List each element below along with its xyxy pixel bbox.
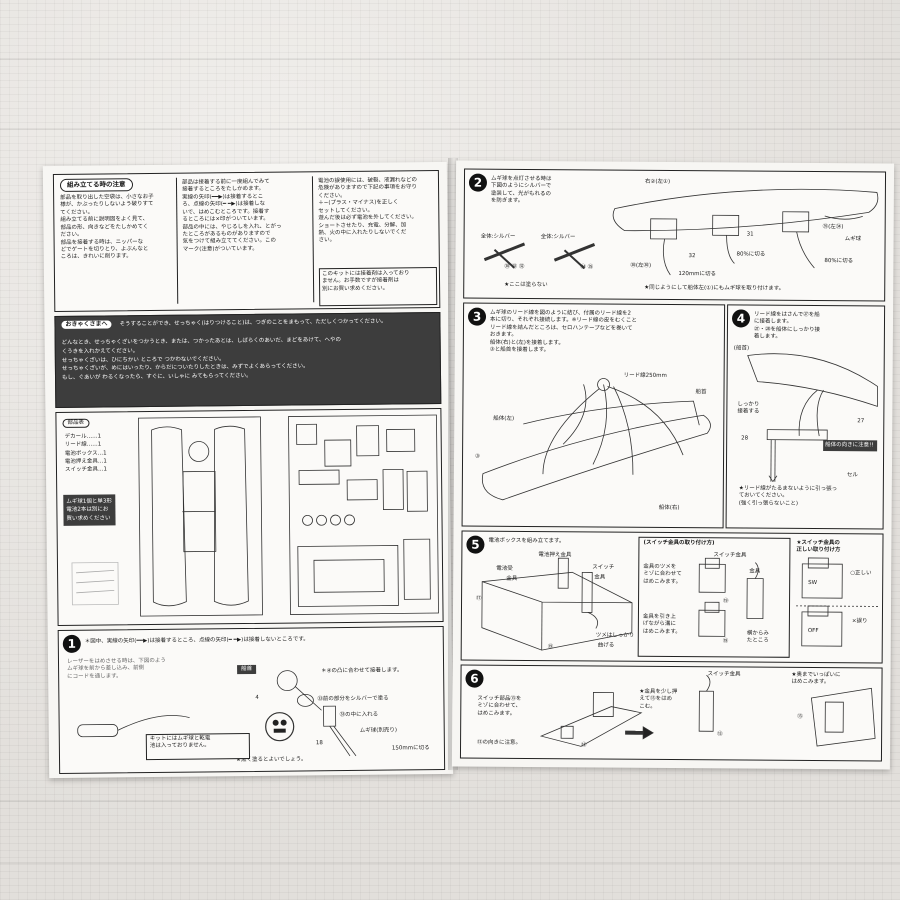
step-1-panel: 1 ＊図中、実線の矢印(━━▶)は接着するところ、点線の矢印(━ ━▶)は接着し…: [57, 625, 446, 774]
wall-mortar-line: [0, 58, 900, 60]
caution-intro: そうすることができ、せっちゃく(はりつけること)は、つぎのことをまもって、ただし…: [119, 318, 387, 328]
notes-title: 組み立てる時の注意: [59, 178, 133, 192]
instruction-booklet: 組み立てる時の注意 部品を取り出した空袋は、小さなお子様が、かぶったりしないよう…: [42, 154, 895, 779]
step-5-panel: 5 電池ボックスを組み立てます。 電池押え金具 電池受 金具 スイッチ 金具 ツ…: [460, 530, 884, 664]
assembly-notes-box: 組み立てる時の注意 部品を取り出した空袋は、小さなお子様が、かぶったりしないよう…: [52, 169, 441, 313]
wall-mortar-line: [0, 862, 900, 864]
column-divider: [311, 176, 315, 303]
step-5-diagram: [481, 557, 879, 651]
parts-sprue-diagram: [71, 414, 439, 617]
step-3-diagram: [481, 378, 711, 501]
step-4-diagram: [747, 353, 878, 482]
step-6-diagram: [539, 674, 876, 747]
caution-banner: おきゃくさまへ そうすることができ、せっちゃく(はりつけること)は、つぎのことを…: [54, 311, 442, 409]
caution-title: おきゃくさまへ: [61, 320, 112, 330]
wall-mortar-line: [0, 800, 900, 802]
caution-lines: どんなとき、せっちゃくざいをつかうとき、または、つかったあとは、しばらくのあいだ…: [61, 337, 341, 382]
right-page: 2 ムギ球を点灯させる時は下図のようにシルバーで塗装して、光がもれるのを防ぎます…: [451, 160, 895, 770]
notes-column-2: 部品は接着する前に一度組んでみて接着するところをたしかめます。実線の矢印(━━▶…: [181, 178, 282, 253]
left-page: 組み立てる時の注意 部品を取り出した空袋は、小さなお子様が、かぶったりしないよう…: [42, 161, 454, 779]
step-2-panel: 2 ムギ球を点灯させる時は下図のようにシルバーで塗装して、光がもれるのを防ぎます…: [463, 168, 887, 302]
column-divider: [175, 177, 179, 304]
step-4-panel: 4 リード線をはさんで㉗を船に接着します。㉗・㉘を船体にしっかり接着します。 (…: [725, 304, 886, 530]
adhesive-not-included-note: このキットには接着剤は入っておりません。お手数ですが接着剤は別にお買い求めくださ…: [318, 267, 438, 307]
step-6-panel: 6 スイッチ部品⑬をミゾに合わせて、はめこみます。 ⑬の向きに注意。 スイッチ金…: [459, 664, 883, 762]
step-2-diagram: [483, 188, 879, 276]
notes-column-1: 部品を取り出した空袋は、小さなお子様が、かぶったりしないよう破りすててください。…: [60, 193, 154, 261]
switch-install-diagram: [698, 557, 764, 637]
battery-warning-column: 電池の誤使用には、破裂、液漏れなどの危険がありますので下記の事項をお守りください…: [317, 177, 418, 244]
wall-mortar-line: [0, 128, 900, 130]
step-1-diagram: [77, 670, 357, 757]
switch-install-panel: (スイッチ金具の取り付け方) 金具のツメをミゾに合わせてはめこみます。 スイッチ…: [637, 536, 791, 658]
